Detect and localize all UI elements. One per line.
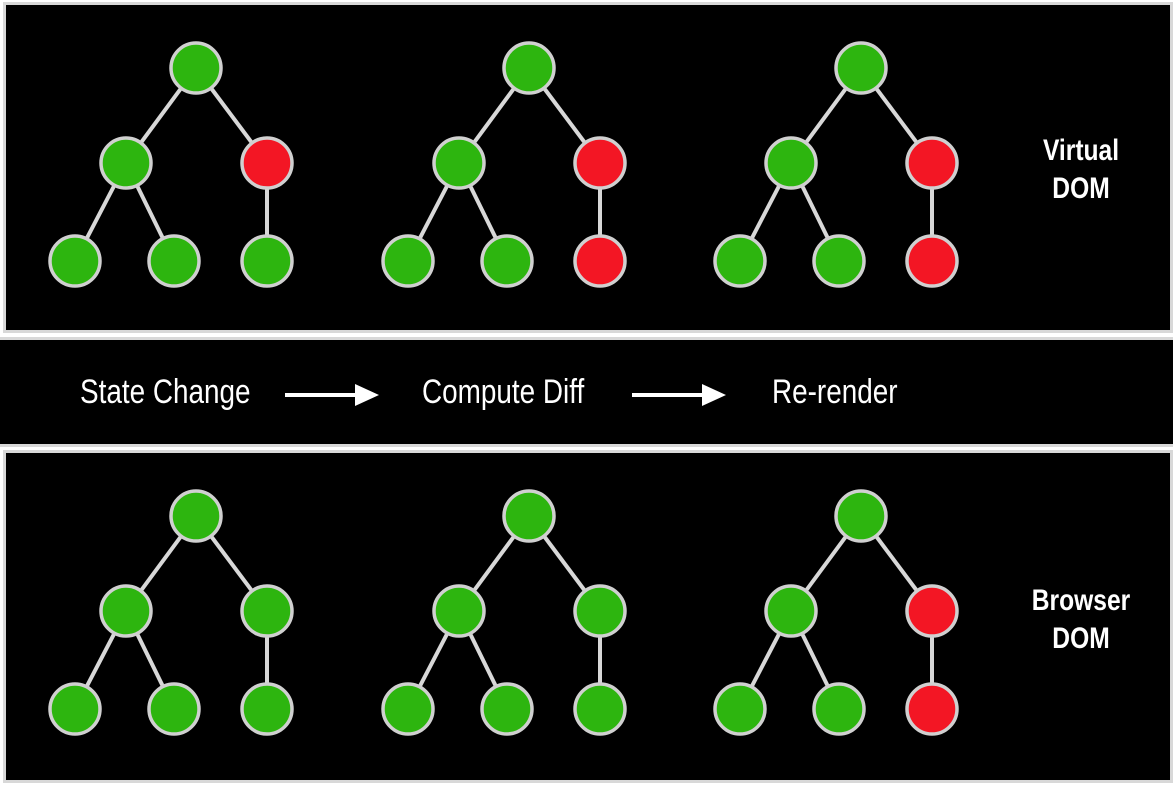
tree-node-left-left-green: [48, 682, 102, 736]
virtual-dom-label-line2: DOM: [1052, 172, 1110, 205]
arrow-right-icon: [285, 384, 379, 406]
browser-dom-label-line1: Browser: [1031, 584, 1131, 617]
step-re-render: Re-render: [772, 373, 898, 411]
tree-node-right-child-red: [905, 234, 959, 288]
tree-node-left-green: [432, 136, 486, 190]
tree-node-root-green: [169, 489, 223, 543]
browser-dom-label-line2: DOM: [1052, 622, 1110, 655]
tree-node-left-left-green: [713, 682, 767, 736]
tree-node-root-green: [502, 489, 556, 543]
step-state-change: State Change: [80, 373, 251, 411]
tree-node-right-child-red: [905, 682, 959, 736]
tree-node-root-green: [502, 41, 556, 95]
virtual-dom-label-line1: Virtual: [1042, 134, 1120, 167]
step-compute-diff: Compute Diff: [422, 373, 585, 411]
tree-node-root-green: [834, 489, 888, 543]
tree-node-right-child-red: [573, 234, 627, 288]
tree-node-left-left-green: [381, 234, 435, 288]
tree-node-left-left-green: [381, 682, 435, 736]
tree-node-left-green: [764, 136, 818, 190]
tree-node-right-red: [240, 136, 294, 190]
tree-node-left-green: [432, 584, 486, 638]
tree-node-left-green: [764, 584, 818, 638]
tree-node-left-right-green: [812, 234, 866, 288]
tree-node-right-green: [240, 584, 294, 638]
tree-node-left-right-green: [480, 682, 534, 736]
arrow-right-icon: [632, 384, 726, 406]
tree-node-left-right-green: [480, 234, 534, 288]
tree-node-left-left-green: [48, 234, 102, 288]
tree-node-right-red: [905, 584, 959, 638]
tree-node-root-green: [834, 41, 888, 95]
tree-node-right-red: [905, 136, 959, 190]
tree-node-left-left-green: [713, 234, 767, 288]
tree-node-right-child-green: [240, 234, 294, 288]
browser-dom-label: Browser DOM: [1020, 582, 1143, 658]
tree-node-right-red: [573, 136, 627, 190]
tree-node-right-child-green: [240, 682, 294, 736]
tree-node-left-green: [99, 136, 153, 190]
tree-node-left-green: [99, 584, 153, 638]
flow-panel: [0, 337, 1173, 447]
tree-node-right-green: [573, 584, 627, 638]
virtual-dom-label: Virtual DOM: [1020, 132, 1143, 208]
tree-node-left-right-green: [147, 234, 201, 288]
tree-node-left-right-green: [812, 682, 866, 736]
tree-node-root-green: [169, 41, 223, 95]
tree-node-left-right-green: [147, 682, 201, 736]
tree-node-right-child-green: [573, 682, 627, 736]
